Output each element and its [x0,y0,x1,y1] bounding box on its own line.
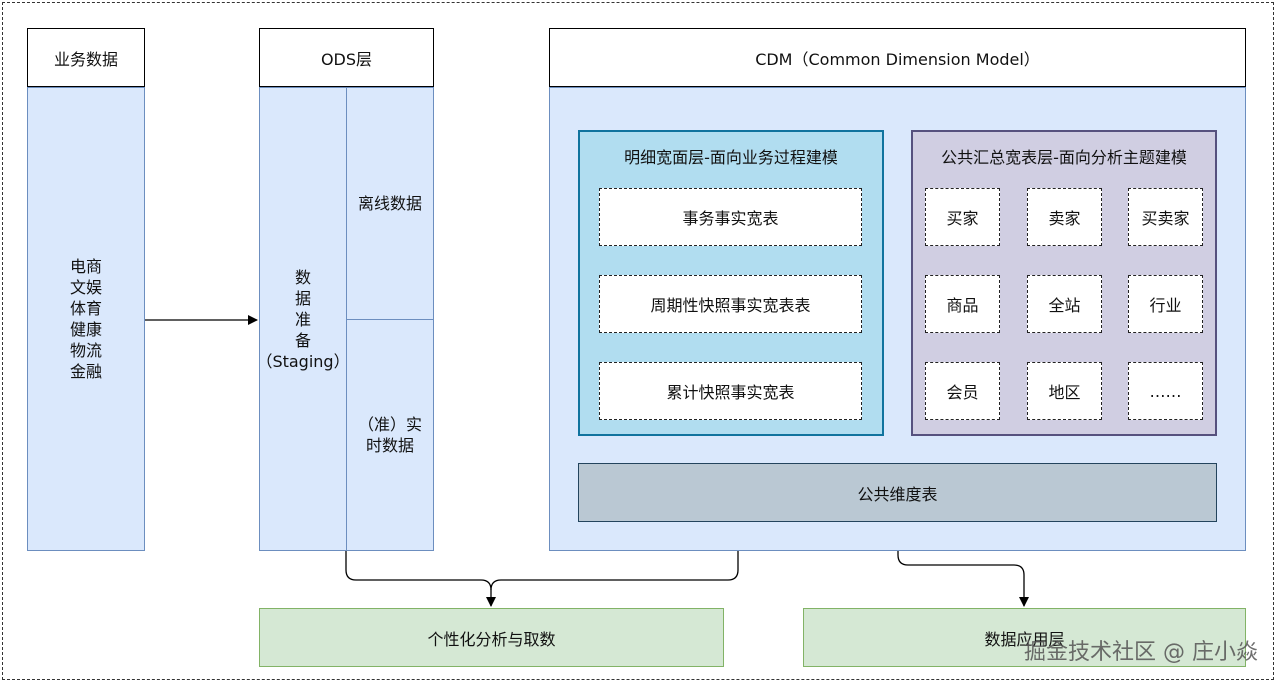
business-data-header-label: 业务数据 [53,49,118,69]
summary-item: 会员 [925,362,1000,420]
detail-item: 周期性快照事实宽表表 [599,275,862,333]
ods-staging-label: 数 据 准 备 （Staging） [256,267,350,371]
cdm-header: CDM（Common Dimension Model） [549,28,1246,87]
arrow-ods-to-personal-analysis [345,550,496,607]
data-app-layer-label: 数据应用层 [984,629,1065,649]
personal-analysis-label: 个性化分析与取数 [427,629,556,649]
summary-panel-title: 公共汇总宽表层-面向分析主题建模 [941,148,1187,167]
cdm-header-label: CDM（Common Dimension Model） [755,49,1040,69]
ods-realtime-label: （准）实 时数据 [357,415,422,455]
public-dimension-table: 公共维度表 [578,463,1217,522]
summary-item: 买家 [925,188,1000,246]
personal-analysis-box: 个性化分析与取数 [259,608,724,667]
arrow-cdm-to-personal-analysis [490,522,739,591]
summary-item: 商品 [925,275,1000,333]
watermark: 掘金技术社区 @ 庄小焱 [1024,640,1258,665]
ods-offline-label: 离线数据 [357,194,422,213]
ods-header: ODS层 [259,28,434,87]
business-data-body: 电商 文娱 体育 健康 物流 金融 [27,87,145,551]
ods-staging-cell: 数 据 准 备 （Staging） [256,87,350,551]
data-app-layer-box: 数据应用层 [803,608,1246,667]
summary-item: 地区 [1027,362,1102,420]
arrow-dimension-to-app-layer [897,522,1029,607]
detail-item: 累计快照事实宽表 [599,362,862,420]
detail-item: 事务事实宽表 [599,188,862,246]
detail-panel-title: 明细宽面层-面向业务过程建模 [624,148,838,167]
ods-header-label: ODS层 [320,49,373,69]
ods-realtime-cell: （准）实 时数据 [346,319,434,551]
summary-item: 行业 [1128,275,1203,333]
summary-item: 买卖家 [1128,188,1203,246]
business-domains-list: 电商 文娱 体育 健康 物流 金融 [69,257,102,381]
ods-offline-cell: 离线数据 [346,87,434,320]
summary-item: …… [1128,362,1203,420]
public-dimension-table-label: 公共维度表 [857,484,938,504]
summary-item: 全站 [1027,275,1102,333]
business-data-header: 业务数据 [27,28,145,87]
summary-item: 卖家 [1027,188,1102,246]
